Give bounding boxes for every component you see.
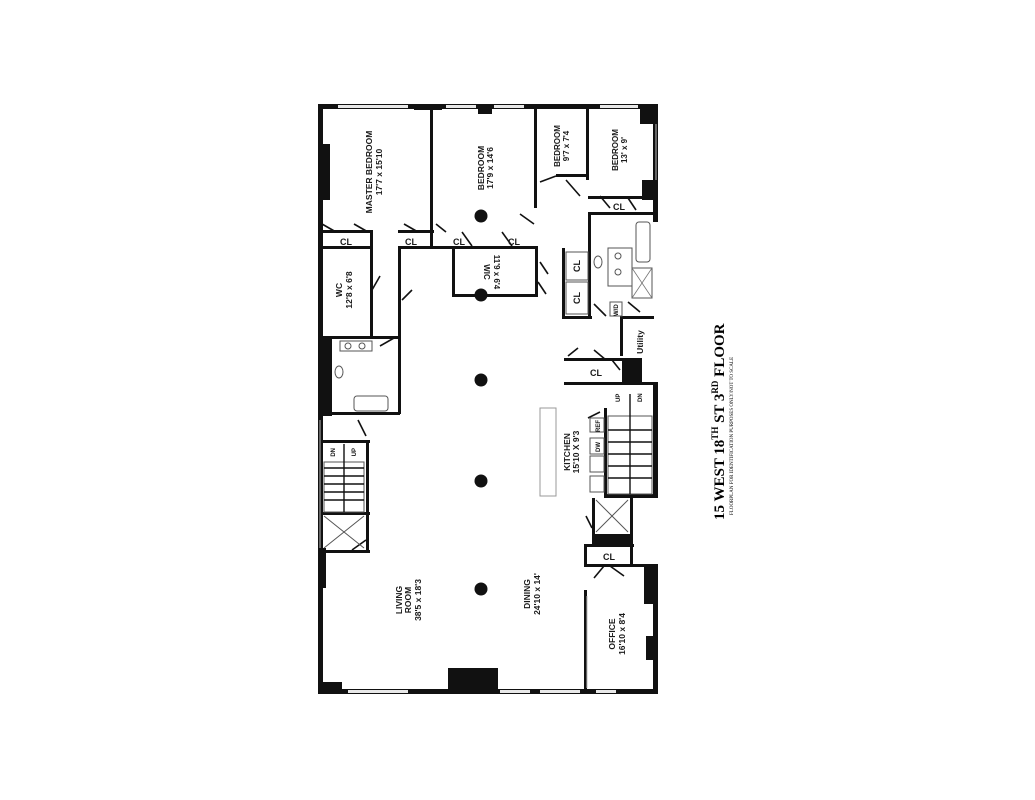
sink-icon (614, 268, 622, 276)
room-dims-bedroom-4: 13' x 9' (620, 137, 629, 163)
closet-label: CL (603, 552, 615, 562)
room-name-dining: DINING (522, 579, 532, 609)
vanity (607, 247, 633, 287)
shower (631, 267, 653, 299)
fixtures (323, 221, 653, 549)
room-name-bedroom-3: BEDROOM (553, 125, 562, 167)
toilet-icon (334, 365, 344, 379)
bathtub (635, 221, 651, 263)
room-dims-living-room: 38'5 x 18'3 (413, 579, 423, 621)
room-name-bedroom-2: BEDROOM (476, 146, 486, 190)
stair-up-label-left: UP (352, 448, 358, 456)
toilet-icon (593, 255, 603, 269)
columns (474, 209, 488, 596)
column (474, 474, 488, 488)
stair-down-label-right: DN (638, 393, 644, 402)
room-name-kitchen: KITCHEN (562, 433, 572, 471)
title-suffix: FLOOR (712, 323, 728, 380)
closet-label: CL (590, 368, 602, 378)
room-dims-kitchen: 15'10 X 9'3 (571, 430, 581, 473)
room-dims-wc: 12'8 x 6'8 (344, 271, 354, 308)
svg-text:15 WEST 18TH ST 3RD FLOOR: 15 WEST 18TH ST 3RD FLOOR (710, 323, 728, 520)
room-dims-office: 16'10 x 8'4 (617, 613, 627, 655)
room-dims-dining: 24'10 x 14' (532, 573, 542, 615)
stair-right (595, 394, 653, 533)
room-dims-master-bedroom: 17'7 x 15'10 (374, 148, 384, 195)
title-middle: ST 3 (712, 394, 728, 427)
floorplan-disclaimer: FLOORPLAN FOR IDENTIFICATION PURPOSES ON… (730, 357, 735, 515)
stair-down-label-left: DN (331, 448, 337, 457)
appliance-wd-label: W/D (614, 304, 620, 316)
room-labels: MASTER BEDROOM 17'7 x 15'10 BEDROOM 17'9… (334, 125, 645, 655)
room-name-wc: WC (334, 283, 344, 297)
column (474, 209, 488, 223)
room-dims-wic: 11'9 x 6'4 (492, 255, 501, 290)
title-prefix: 15 WEST 18 (712, 440, 728, 520)
column (474, 582, 488, 596)
closet-label: CL (572, 292, 582, 304)
title-sup-th: TH (710, 427, 720, 440)
closet-label: CL (340, 237, 352, 247)
closet-label: CL (613, 202, 625, 212)
column (474, 373, 488, 387)
floorplan-title: 15 WEST 18TH ST 3RD FLOOR (710, 323, 728, 520)
room-name-wic: WIC (482, 264, 491, 280)
column (474, 288, 488, 302)
kitchen-island (539, 407, 557, 497)
closet-label: CL (405, 237, 417, 247)
vanity (339, 340, 373, 352)
room-name-bedroom-4: BEDROOM (611, 129, 620, 171)
windows (319, 124, 657, 688)
small-labels: DN UP UP DN REF DW W/D (331, 304, 644, 457)
room-name-master-bedroom: MASTER BEDROOM (364, 131, 374, 214)
disclaimer-text: FLOORPLAN FOR IDENTIFICATION PURPOSES ON… (730, 357, 735, 515)
stair-left (323, 444, 365, 549)
appliance-ref-label: REF (596, 420, 602, 432)
room-name-living-room-line2: ROOM (403, 587, 413, 613)
closet-label: CL (453, 237, 465, 247)
appliance-dw-label: DW (596, 442, 602, 452)
closet-label: CL (572, 260, 582, 272)
room-name-office: OFFICE (607, 618, 617, 649)
bathtub (353, 395, 389, 412)
closet-label: CL (508, 237, 520, 247)
title-sup-rd: RD (710, 380, 720, 393)
outer-walls (318, 104, 658, 694)
stair-up-label-right: UP (616, 394, 622, 402)
doors (321, 175, 641, 579)
closet-labels: CL CL CL CL CL CL CL CL CL (340, 202, 625, 562)
room-dims-bedroom-3: 9'7 x 7'4 (562, 130, 571, 161)
sink-icon (614, 252, 622, 260)
room-dims-bedroom-2: 17'9 x 14'6 (485, 147, 495, 189)
room-name-living-room-line1: LIVING (394, 585, 404, 614)
room-name-utility: Utility (635, 330, 645, 354)
sink-icon (358, 342, 366, 350)
interior-walls (322, 108, 658, 690)
sink-icon (344, 342, 352, 350)
